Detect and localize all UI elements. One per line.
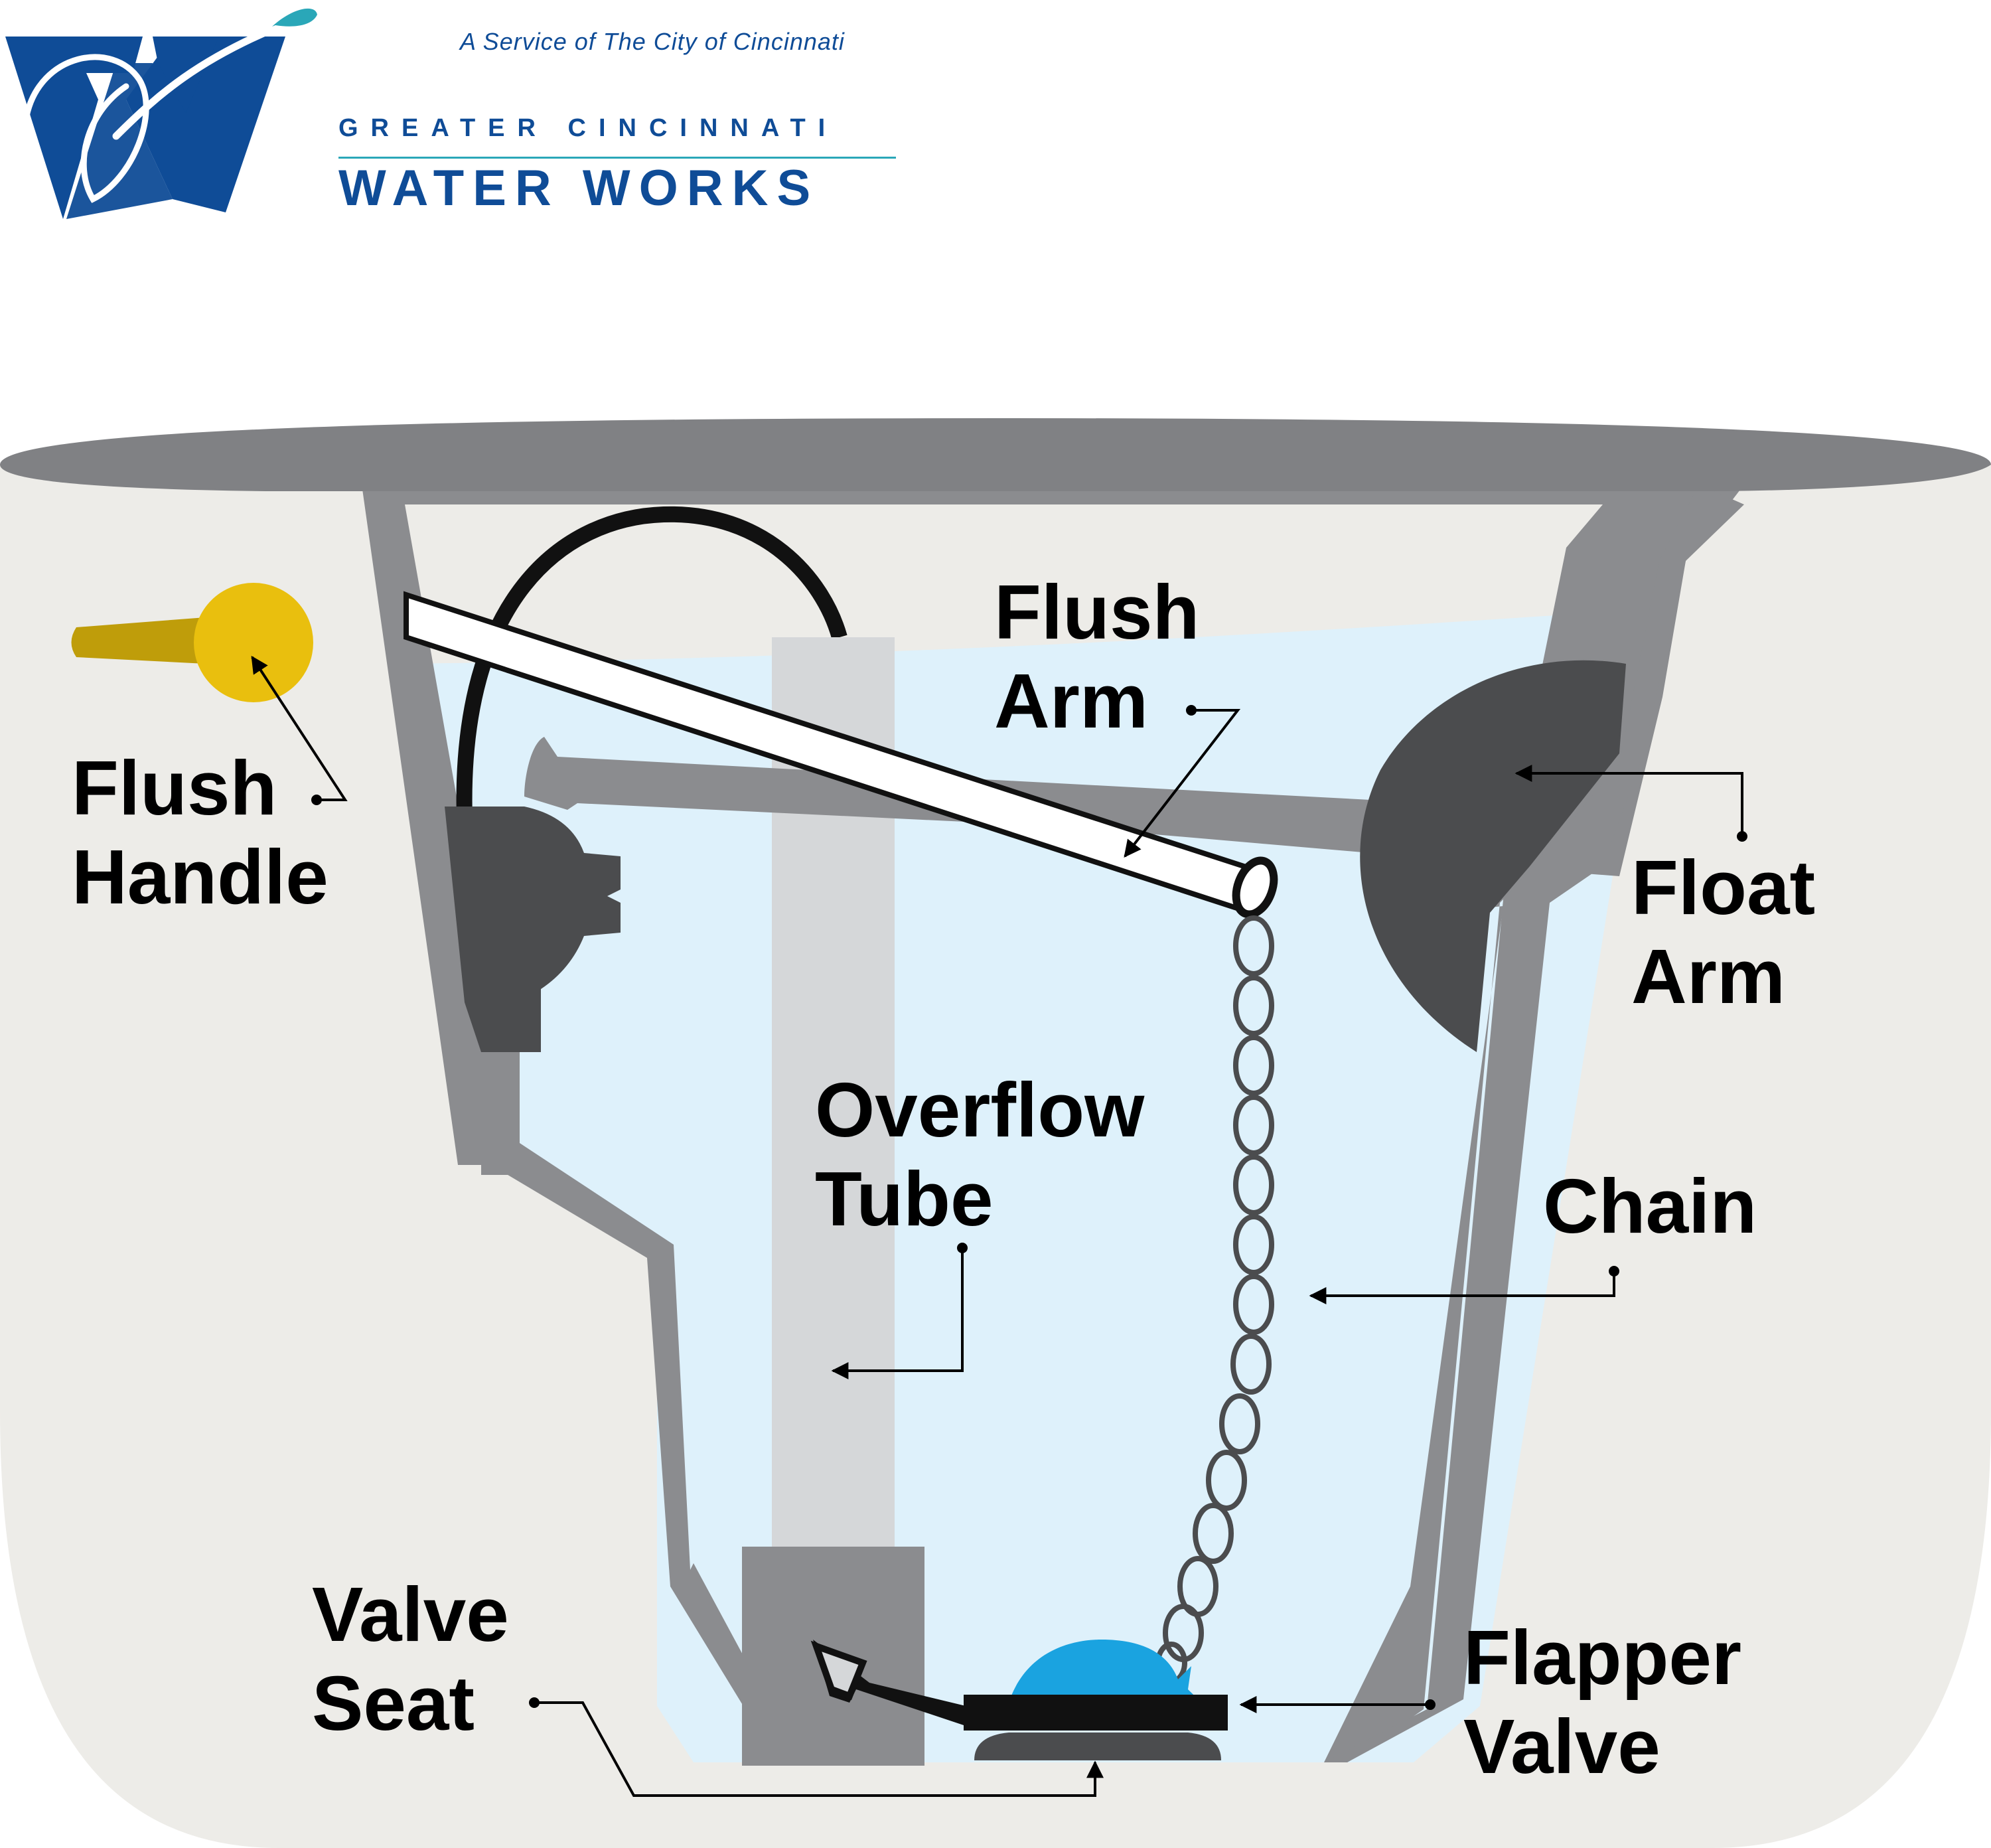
fill-valve-head — [445, 807, 621, 1052]
brand-name-top: GREATER CINCINNATI — [338, 114, 838, 142]
brand-name-bottom: WATER WORKS — [338, 160, 820, 216]
flapper-hinge-arm — [813, 1640, 966, 1726]
tank-wall — [362, 485, 1744, 1762]
supply-hose-loop — [456, 506, 848, 820]
flush-arm-end — [1232, 856, 1278, 919]
flapper-dome — [1009, 1640, 1200, 1703]
flapper-plate — [964, 1695, 1228, 1731]
tank-water — [406, 607, 1676, 1762]
float-ball — [1360, 660, 1626, 1052]
tank-lid — [0, 418, 1991, 491]
leader-lines — [251, 655, 1747, 1797]
valve-seat — [974, 1733, 1221, 1760]
flush-handle-lever — [71, 617, 206, 664]
brand-tagline: A Service of The City of Cincinnati — [460, 28, 845, 55]
flapper-hinge-loop — [810, 1640, 867, 1701]
flush-handle-knob — [194, 583, 313, 702]
brand-divider — [338, 157, 896, 159]
water-works-logo — [5, 3, 323, 219]
label-chain: Chain — [1543, 1163, 1757, 1249]
chain — [1155, 915, 1274, 1684]
